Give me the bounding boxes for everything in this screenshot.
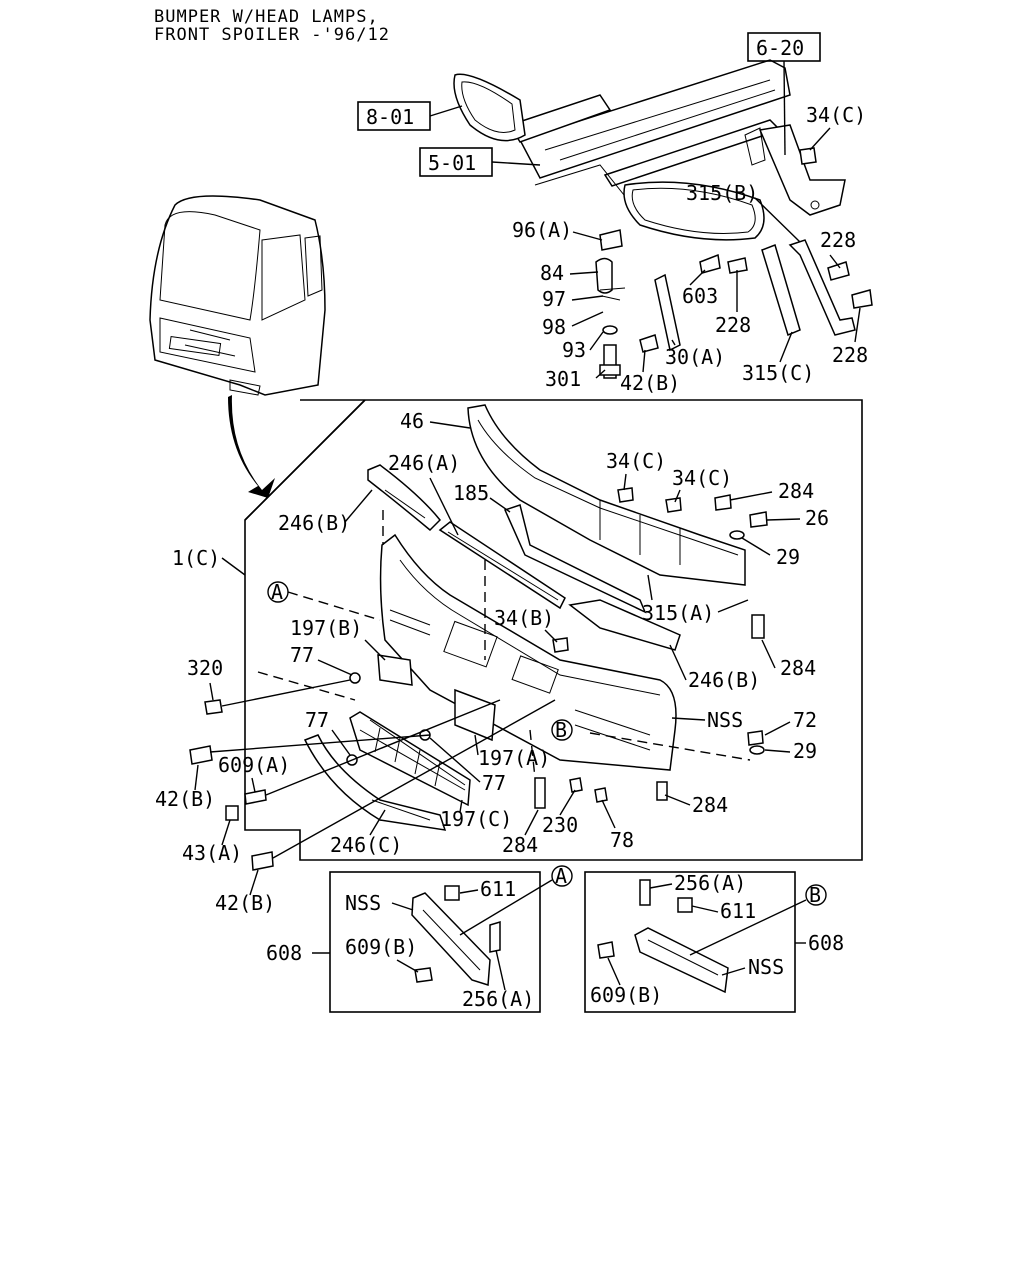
strip-246a (438, 521, 566, 610)
detail-frame-outline (244, 399, 863, 861)
callout-77-c: 77 (482, 771, 506, 795)
ref-6-20: 6-20 (756, 36, 804, 60)
callout-284-c: 284 (692, 793, 728, 817)
frame-hardware (189, 487, 768, 871)
callout-nss-main: NSS (707, 708, 743, 732)
callout-284-d: 284 (502, 833, 538, 857)
marker-b-main: B (555, 718, 567, 742)
callout-228-c: 228 (832, 343, 868, 367)
callout-84: 84 (540, 261, 564, 285)
frame-assembly (453, 59, 846, 241)
callout-197c: 197(C) (440, 807, 512, 831)
lamp-bezel-left (411, 885, 501, 986)
callout-98: 98 (542, 315, 566, 339)
grille-197b (377, 654, 413, 686)
callout-315b: 315(B) (686, 181, 758, 205)
callout-97: 97 (542, 287, 566, 311)
callout-228-a: 228 (820, 228, 856, 252)
title-line-1: BUMPER W/HEAD LAMPS, (154, 7, 379, 27)
callout-256a-right: 256(A) (674, 871, 746, 895)
callout-611-right: 611 (720, 899, 756, 923)
grille-197c (349, 711, 471, 807)
callout-185: 185 (453, 481, 489, 505)
main-bumper (379, 533, 677, 771)
callout-284-b: 284 (780, 656, 816, 680)
callout-609b-left: 609(B) (345, 935, 417, 959)
bumper-reinforcement (467, 404, 746, 586)
detail-box-a (329, 871, 541, 1013)
callout-230: 230 (542, 813, 578, 837)
truck-cab-illustration (149, 195, 326, 396)
lamp-bezel-right (597, 879, 729, 994)
callout-46: 46 (400, 409, 424, 433)
callout-43a: 43(A) (182, 841, 242, 865)
callout-42b-bottom: 42(B) (215, 891, 275, 915)
callout-315c: 315(C) (742, 361, 814, 385)
bracket-185 (503, 504, 647, 614)
callout-72: 72 (793, 708, 817, 732)
top-hardware (595, 147, 873, 379)
callout-34c-m2: 34(C) (672, 466, 732, 490)
callout-77-a: 77 (290, 643, 314, 667)
callout-42b-top: 42(B) (620, 371, 680, 395)
callout-96a: 96(A) (512, 218, 572, 242)
callout-611-left: 611 (480, 877, 516, 901)
callout-608-right: 608 (808, 931, 844, 955)
callout-284-a: 284 (778, 479, 814, 503)
callout-609a: 609(A) (218, 753, 290, 777)
callout-228-b: 228 (715, 313, 751, 337)
callout-34b: 34(B) (494, 606, 554, 630)
callout-197b: 197(B) (290, 616, 362, 640)
callout-246a: 246(A) (388, 451, 460, 475)
marker-a-main: A (271, 580, 283, 604)
callout-29-a: 29 (776, 545, 800, 569)
spoiler-246c (303, 734, 447, 831)
callout-26: 26 (805, 506, 829, 530)
callout-301: 301 (545, 367, 581, 391)
callout-1c: 1(C) (172, 546, 220, 570)
callout-246b-left: 246(B) (278, 511, 350, 535)
strip-246b-left (367, 464, 442, 532)
grille-197a (454, 688, 496, 742)
callout-78: 78 (610, 828, 634, 852)
ref-8-01: 8-01 (366, 105, 414, 129)
ref-5-01: 5-01 (428, 151, 476, 175)
strip-246b-right (568, 599, 681, 651)
callout-315a: 315(A) (642, 601, 714, 625)
callout-246c: 246(C) (330, 833, 402, 857)
callout-603: 603 (682, 284, 718, 308)
cab-detail-arrow (228, 395, 275, 498)
callout-93: 93 (562, 338, 586, 362)
callout-246b-right: 246(B) (688, 668, 760, 692)
callout-608-left: 608 (266, 941, 302, 965)
detail-box-b (584, 871, 796, 1013)
callout-29-b: 29 (793, 739, 817, 763)
marker-b-detail: B (809, 883, 821, 907)
title-line-2: FRONT SPOILER -'96/12 (154, 25, 390, 45)
callout-nss-left: NSS (345, 891, 381, 915)
callout-77-b: 77 (305, 708, 329, 732)
callout-42b-left: 42(B) (155, 787, 215, 811)
callout-30a: 30(A) (665, 345, 725, 369)
callout-320: 320 (187, 656, 223, 680)
callout-609b-right: 609(B) (590, 983, 662, 1007)
marker-a-detail: A (555, 864, 567, 888)
callout-34c-top: 34(C) (806, 103, 866, 127)
callout-nss-right: NSS (748, 955, 784, 979)
callout-256a-left: 256(A) (462, 987, 534, 1011)
callout-197a: 197(A) (478, 746, 550, 770)
callout-34c-m1: 34(C) (606, 449, 666, 473)
